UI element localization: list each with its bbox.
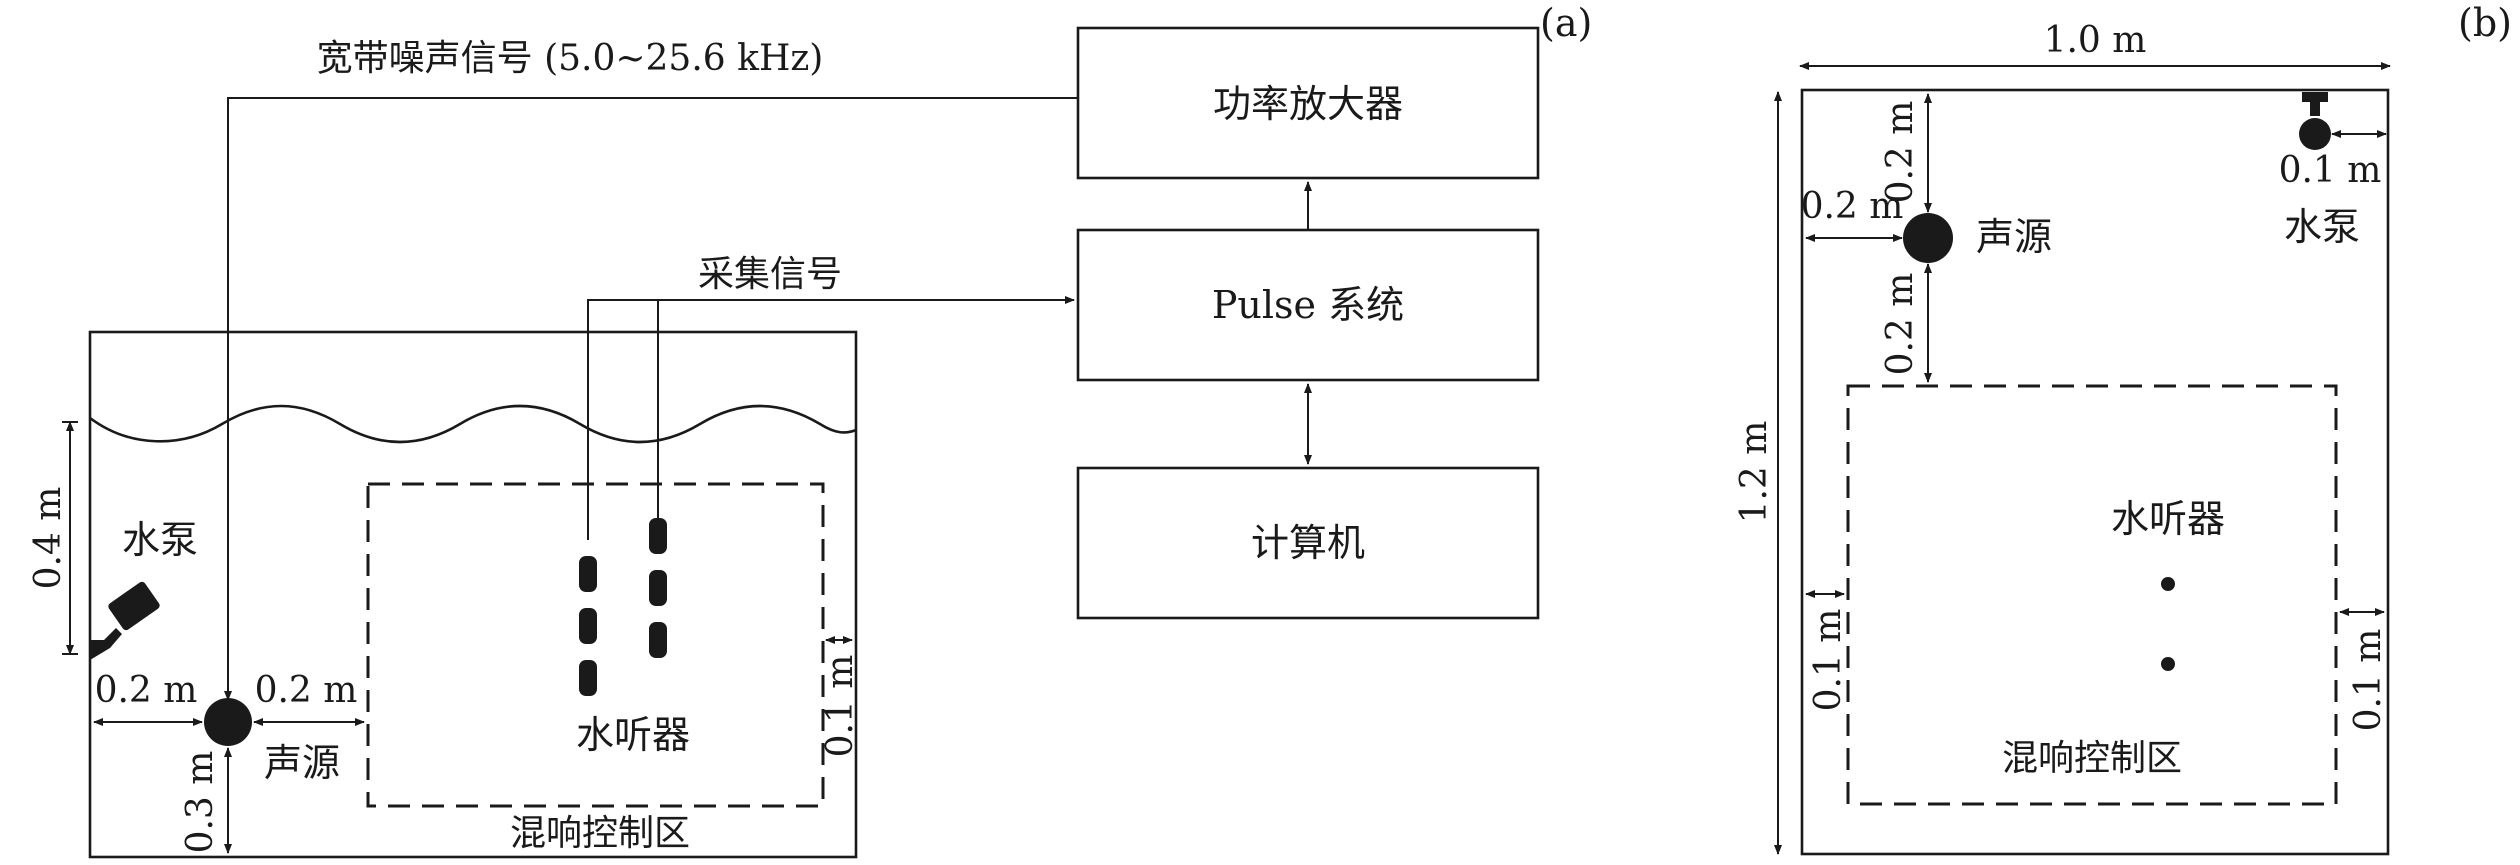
- reverb-zone-top: [1846, 384, 2338, 806]
- sound-source-icon: [204, 698, 252, 746]
- panel-b-label: (b): [2458, 1, 2512, 45]
- pump-icon: [90, 581, 160, 660]
- hydrophone-sensor: [649, 622, 667, 658]
- hydrophone-sensor: [649, 570, 667, 606]
- acquisition-line: [587, 296, 1075, 540]
- pump-icon-b: [2299, 92, 2331, 150]
- hydrophone-sensor: [579, 608, 597, 644]
- zone-right-label-b: 0.1 m: [2348, 629, 2389, 732]
- source-left-label: 0.2 m: [95, 670, 198, 711]
- zone-left-label: 0.1 m: [1808, 609, 1849, 712]
- source-below-label: 0.2 m: [1880, 273, 1921, 376]
- pump-offset-label: 0.1 m: [2279, 150, 2382, 191]
- source-right-label: 0.2 m: [255, 670, 358, 711]
- reverb-zone: [366, 482, 825, 808]
- pulse-system-label: Pulse 系统: [1212, 283, 1404, 327]
- height-label: 1.2 m: [1734, 421, 1775, 524]
- hydrophone-point: [2161, 577, 2175, 591]
- hydrophone-sensor: [579, 660, 597, 696]
- hydrophone-array-1: [579, 556, 597, 696]
- panel-a-label: (a): [1540, 1, 1592, 45]
- amplifier-label: 功率放大器: [1213, 82, 1403, 126]
- width-label: 1.0 m: [2044, 20, 2147, 61]
- source-bottom-label: 0.3 m: [180, 751, 221, 854]
- depth-dimension-label: 0.4 m: [28, 487, 69, 590]
- signal-label: 宽带噪声信号 (5.0~25.6 kHz): [317, 38, 824, 79]
- hydrophone-array-2: [649, 518, 667, 658]
- water-surface: [89, 404, 857, 444]
- reverb-zone-label: 混响控制区: [510, 813, 690, 854]
- pump-label-b: 水泵: [2284, 205, 2360, 249]
- sound-source-icon-b: [1903, 213, 1953, 263]
- hydrophone-label-b: 水听器: [2111, 497, 2225, 541]
- reverb-zone-label-b: 混响控制区: [2002, 738, 2182, 779]
- hydrophone-point: [2161, 657, 2175, 671]
- signal-line: [224, 97, 1078, 701]
- hydrophone-sensor: [649, 518, 667, 554]
- source-left-label-b: 0.2 m: [1801, 186, 1904, 227]
- tank: [88, 330, 858, 859]
- computer-block: 计算机: [1076, 466, 1540, 620]
- tank-top-view: [1800, 88, 2390, 856]
- pump-label: 水泵: [122, 518, 198, 562]
- hydrophone-label: 水听器: [576, 713, 690, 757]
- source-label-b: 声源: [1976, 215, 2052, 259]
- panel-a: (a) 功率放大器 Pulse 系统 计算机 宽带噪声信号 (5.0~25.6 …: [28, 1, 1592, 859]
- source-top-label: 0.2 m: [1880, 101, 1921, 204]
- hydrophone-sensor: [579, 556, 597, 592]
- computer-label: 计算机: [1251, 521, 1365, 565]
- acquisition-label: 采集信号: [698, 254, 842, 295]
- source-label: 声源: [264, 741, 340, 785]
- panel-b: (b) 1.0 m 1.2 m 混响控制区 水听器 声源 0.2 m 0.2 m…: [1734, 1, 2512, 856]
- pulse-system-block: Pulse 系统: [1076, 228, 1540, 382]
- amplifier-block: 功率放大器: [1076, 26, 1540, 180]
- zone-right-label: 0.1 m: [820, 655, 861, 758]
